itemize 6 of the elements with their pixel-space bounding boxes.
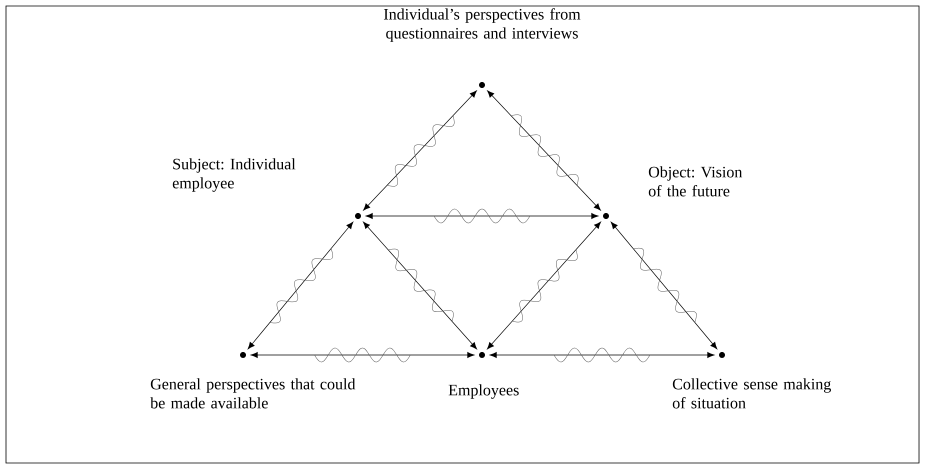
vertex-label: Subject: Individual employee bbox=[172, 158, 296, 192]
vertex-label: Individual’s perspectives from questionnaires and interviews bbox=[384, 8, 580, 42]
vertex-label: Collective sense making of situation bbox=[672, 378, 831, 408]
vertex-label: General perspectives that could be made available bbox=[150, 378, 356, 408]
vertex-label: Employees bbox=[448, 384, 519, 399]
vertex-label: Object: Vision of the future bbox=[648, 166, 742, 196]
